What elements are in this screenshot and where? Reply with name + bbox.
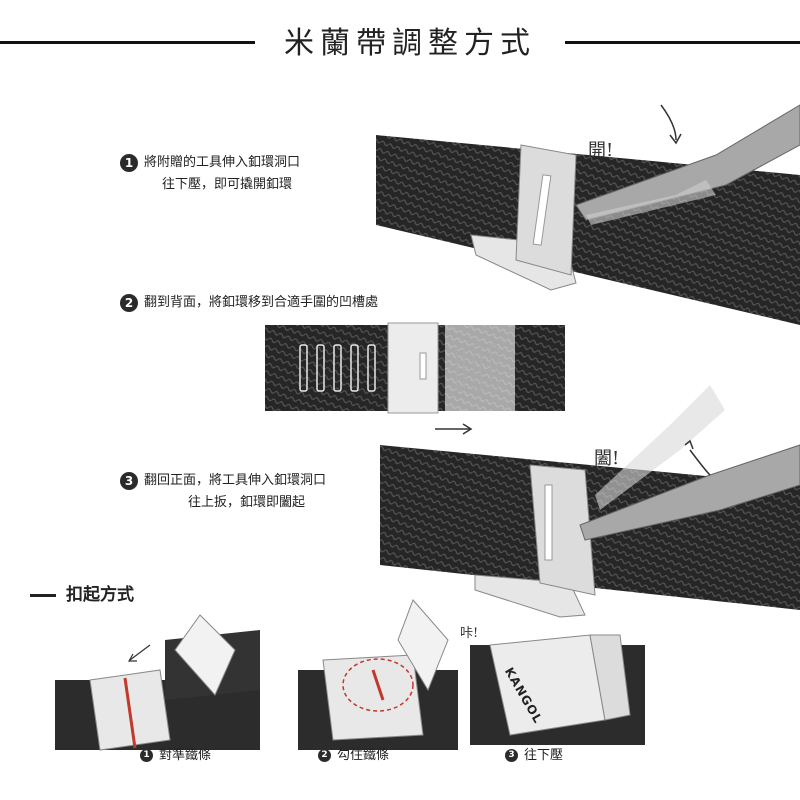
step-3-number: 3 bbox=[120, 471, 138, 490]
step-1-text: 1 將附贈的工具伸入釦環洞口 往下壓，即可撬開釦環 bbox=[120, 152, 300, 196]
tool-ghost bbox=[586, 180, 716, 225]
open-exclaim: 開! bbox=[588, 140, 614, 161]
step-2-line1: 翻到背面，將釦環移到合適手圍的凹槽處 bbox=[144, 295, 379, 310]
click-exclaim: 咔! bbox=[460, 626, 479, 641]
panel-1-arrow bbox=[129, 644, 151, 661]
buckle-caption-3: 3 往下壓 bbox=[505, 744, 563, 763]
panel-1-red-bar bbox=[123, 677, 137, 749]
arrow-head bbox=[669, 133, 682, 145]
buckle-back bbox=[387, 322, 439, 414]
buckle-caption-1-number: 1 bbox=[140, 749, 153, 762]
buckle-slot-3 bbox=[544, 484, 553, 561]
buckle-back-slot bbox=[419, 352, 427, 380]
buckle-panel-1 bbox=[55, 614, 260, 751]
page-title: 米蘭帶調整方式 bbox=[284, 26, 536, 61]
buckle-panel-3 bbox=[470, 634, 645, 745]
panel-2-red-bar bbox=[371, 669, 385, 701]
tool bbox=[575, 104, 800, 221]
notch-slots bbox=[299, 344, 499, 392]
tool-ghost-3 bbox=[595, 385, 725, 510]
panel-1-arrow-head bbox=[127, 653, 137, 662]
move-arrow-head bbox=[462, 423, 473, 435]
title-rule-right bbox=[565, 41, 800, 44]
buckle-section-heading: 扣起方式 bbox=[30, 580, 134, 605]
buckle-caption-3-number: 3 bbox=[505, 749, 518, 762]
step-2-text: 2 翻到背面，將釦環移到合適手圍的凹槽處 bbox=[120, 292, 378, 314]
step-2-number: 2 bbox=[120, 293, 138, 312]
buckle-caption-1: 1 對準鐵條 bbox=[140, 744, 211, 763]
buckle-caption-2-label: 勾住鐵條 bbox=[337, 748, 390, 763]
buckle-slot bbox=[532, 174, 552, 246]
buckle-caption-3-label: 往下壓 bbox=[524, 748, 564, 763]
panel-2-flip bbox=[397, 599, 449, 692]
heading-dash bbox=[30, 593, 56, 597]
panel-1-flip bbox=[174, 614, 236, 696]
step-3-line1: 翻回正面，將工具伸入釦環洞口 bbox=[144, 473, 327, 488]
panel-2-highlight bbox=[342, 658, 414, 712]
arrow-head-3 bbox=[684, 439, 694, 450]
arrow-curve bbox=[660, 104, 677, 141]
step-1-illustration bbox=[376, 104, 800, 325]
step-1-line2: 往下壓，即可撬開釦環 bbox=[162, 177, 293, 192]
step-1-number: 1 bbox=[120, 153, 138, 172]
title-rule-left bbox=[0, 41, 255, 44]
buckle-section-title: 扣起方式 bbox=[66, 585, 134, 605]
arrow-curve-3 bbox=[689, 449, 711, 476]
buckle-caption-2-number: 2 bbox=[318, 749, 331, 762]
buckle-caption-1-label: 對準鐵條 bbox=[159, 748, 212, 763]
step-3-line2: 往上扳，釦環即闔起 bbox=[188, 495, 306, 510]
panel-3-clasp bbox=[489, 634, 606, 736]
buckle-panel-2 bbox=[298, 599, 458, 750]
step-1-line1: 將附贈的工具伸入釦環洞口 bbox=[144, 155, 301, 170]
close-exclaim: 闔! bbox=[594, 448, 620, 469]
panel-2-clasp-body bbox=[322, 654, 424, 741]
step-2-illustration bbox=[265, 322, 565, 435]
step-3-illustration bbox=[380, 385, 800, 618]
panel-3-clasp-edge bbox=[589, 634, 631, 721]
buckle-caption-2: 2 勾住鐵條 bbox=[318, 744, 389, 763]
step-3-text: 3 翻回正面，將工具伸入釦環洞口 往上扳，釦環即闔起 bbox=[120, 470, 326, 514]
